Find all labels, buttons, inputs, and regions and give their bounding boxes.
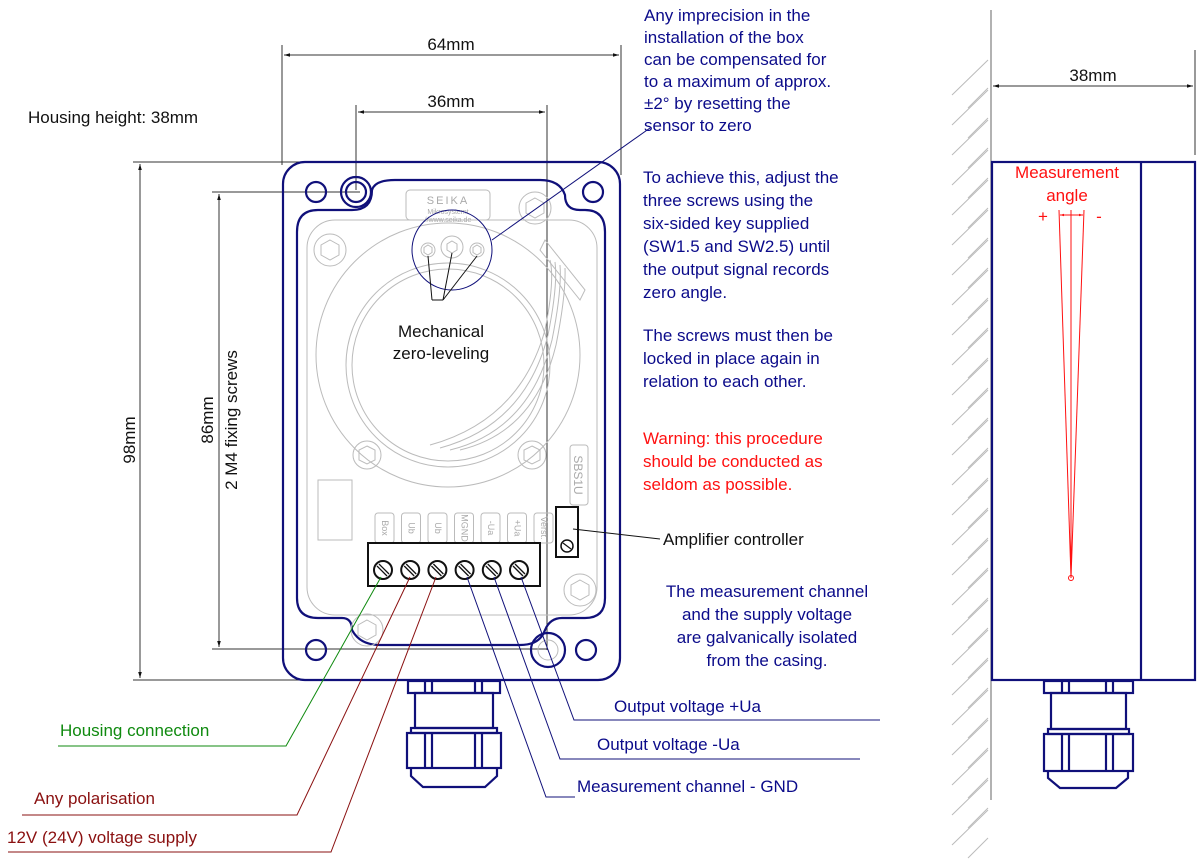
note-imprecision-line: to a maximum of approx.	[644, 72, 831, 91]
terminal-labels: Box Ub Ub MGND -Ua +Ua Verst.	[374, 512, 554, 544]
terminal-label: MGND	[454, 512, 474, 544]
note-adjust: To achieve this, adjust the three screws …	[643, 168, 839, 302]
note-isolation-line: are galvanically isolated	[677, 628, 858, 647]
note-warning: Warning: this procedure should be conduct…	[643, 429, 823, 494]
cable-gland-side	[1042, 679, 1135, 790]
terminal-label-text: -Ua	[486, 521, 496, 536]
voltage-supply-label: 12V (24V) voltage supply	[7, 828, 197, 847]
note-warning-line: seldom as possible.	[643, 475, 792, 494]
terminal-label-text: Ub	[433, 522, 443, 534]
nameplate-line-1: Mikrosystemt	[427, 209, 468, 216]
note-lock-line: relation to each other.	[643, 372, 807, 391]
note-adjust-line: three screws using the	[643, 191, 813, 210]
note-warning-line: should be conducted as	[643, 452, 823, 471]
dimension-64mm: 64mm	[281, 35, 622, 175]
housing-front: SEIKA Mikrosystemt //www.seika.de SBS1U …	[281, 127, 804, 789]
note-adjust-line: (SW1.5 and SW2.5) until	[643, 237, 830, 256]
terminal-screw	[454, 560, 475, 580]
terminal-screw	[373, 560, 393, 580]
plus-sign: +	[1038, 207, 1048, 226]
nameplate-line-2: //www.seika.de	[425, 217, 472, 224]
measurement-gnd-label: Measurement channel - GND	[577, 777, 798, 796]
terminal-label: +Ua	[507, 512, 527, 544]
terminal-screw	[481, 560, 502, 580]
terminal-label-text: Ub	[407, 522, 417, 534]
terminal-label-text: Box	[380, 520, 390, 536]
note-adjust-line: the output signal records	[643, 260, 829, 279]
terminal-label: Box	[374, 512, 395, 544]
dimension-98mm-label: 98mm	[120, 416, 139, 463]
measurement-angle-label-2: angle	[1046, 186, 1088, 205]
note-isolation-line: The measurement channel	[666, 582, 868, 601]
mechanical-zero-label-2: zero-leveling	[393, 344, 489, 363]
terminal-label-text: +Ua	[513, 520, 523, 537]
wall-hatching	[951, 59, 989, 859]
housing-connection-label: Housing connection	[60, 721, 209, 740]
note-imprecision-line: can be compensated for	[644, 50, 827, 69]
brand-label: SEIKA	[427, 195, 469, 207]
note-adjust-line: six-sided key supplied	[643, 214, 809, 233]
note-lock: The screws must then be locked in place a…	[643, 326, 833, 391]
note-isolation: The measurement channel and the supply vo…	[666, 582, 868, 670]
model-plate: SBS1U	[569, 444, 589, 506]
side-depth-label: 38mm	[1069, 66, 1116, 85]
note-imprecision-line: ±2° by resetting the	[644, 94, 791, 113]
terminal-screw	[427, 560, 448, 580]
mechanical-zero-label-1: Mechanical	[398, 322, 484, 341]
dimension-86mm: 86mm 2 M4 fixing screws	[198, 191, 548, 650]
housing-height-label: Housing height: 38mm	[28, 108, 198, 127]
note-lock-line: locked in place again in	[643, 349, 820, 368]
any-polarisation-label: Any polarisation	[34, 789, 155, 808]
fixing-screws-label: 2 M4 fixing screws	[222, 350, 241, 490]
cable-gland-front	[405, 679, 503, 789]
terminal-label: Ub	[427, 512, 448, 544]
dimension-36mm-label: 36mm	[427, 92, 474, 111]
amplifier-controller	[555, 506, 661, 558]
output-plus-label: Output voltage +Ua	[614, 697, 762, 716]
leader-lines	[8, 576, 880, 853]
minus-sign: -	[1096, 207, 1102, 226]
terminal-label-text: Verst.	[539, 516, 549, 539]
amplifier-label: Amplifier controller	[663, 530, 804, 549]
note-isolation-line: from the casing.	[707, 651, 828, 670]
angle-indicator	[1058, 209, 1085, 581]
nameplate: SEIKA Mikrosystemt //www.seika.de	[405, 189, 491, 224]
output-minus-label: Output voltage -Ua	[597, 735, 740, 754]
terminal-screw	[400, 560, 421, 580]
note-imprecision-line: sensor to zero	[644, 116, 752, 135]
note-isolation-line: and the supply voltage	[682, 605, 852, 624]
model-label: SBS1U	[571, 455, 585, 494]
dimension-36mm: 36mm	[355, 92, 548, 650]
dimension-86mm-label: 86mm	[198, 396, 217, 443]
terminal-label: Ub	[401, 512, 421, 544]
note-adjust-line: To achieve this, adjust the	[643, 168, 839, 187]
measurement-angle-label-1: Measurement	[1015, 163, 1119, 182]
note-imprecision: Any imprecision in the installation of th…	[644, 6, 831, 135]
side-view: 38mm Measurement angle + -	[951, 10, 1197, 859]
terminal-block	[367, 542, 541, 587]
terminal-label: Verst.	[533, 512, 554, 544]
note-imprecision-line: installation of the box	[644, 28, 804, 47]
note-imprecision-line: Any imprecision in the	[644, 6, 810, 25]
zero-leveling-screws	[411, 127, 651, 301]
dimension-64mm-label: 64mm	[427, 35, 474, 54]
terminal-label: -Ua	[480, 512, 501, 544]
terminal-screw	[509, 560, 529, 580]
terminal-label-text: MGND	[460, 514, 470, 542]
note-warning-line: Warning: this procedure	[643, 429, 823, 448]
note-adjust-line: zero angle.	[643, 283, 727, 302]
dimension-98mm: 98mm	[120, 161, 300, 681]
note-lock-line: The screws must then be	[643, 326, 833, 345]
